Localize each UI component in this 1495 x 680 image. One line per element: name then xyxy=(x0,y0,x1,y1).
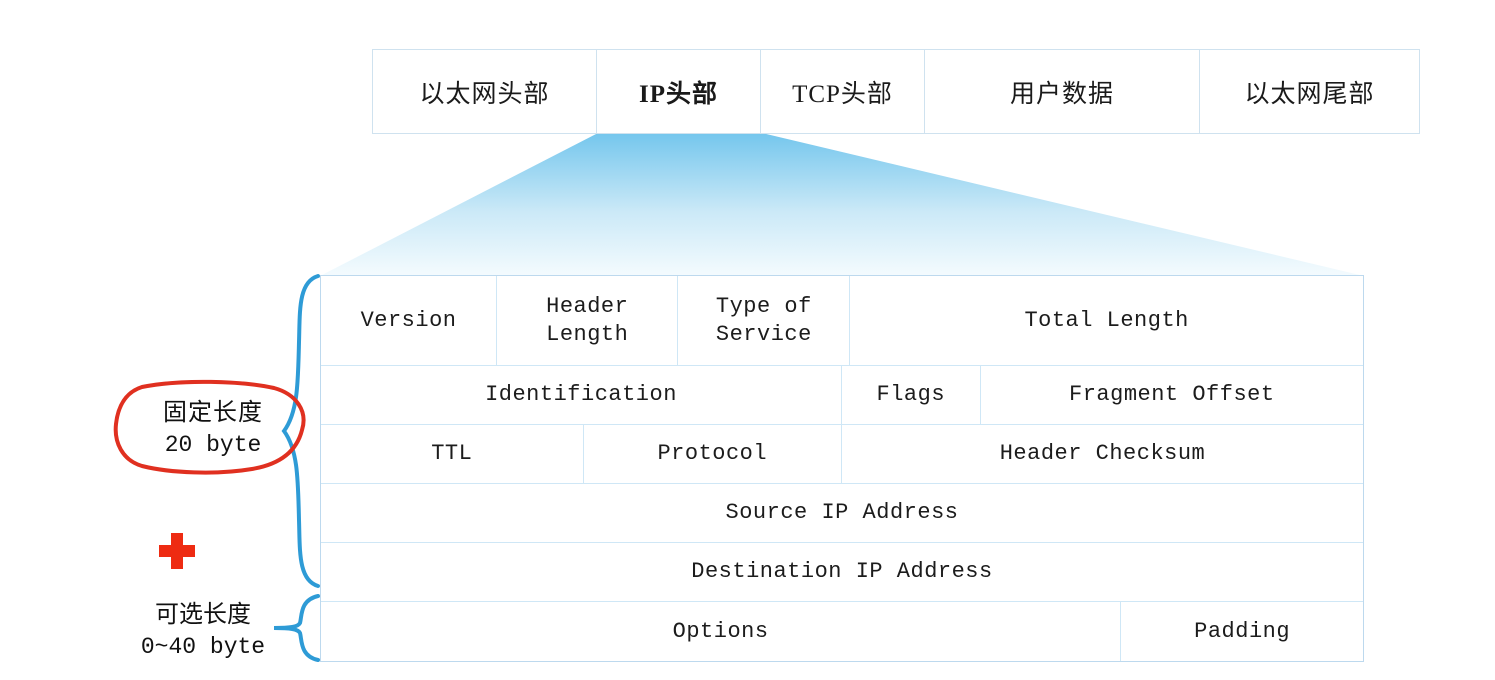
annotation-fixed-length-line1: 固定长度 xyxy=(163,400,263,426)
frame-cell-ethernet-trailer: 以太网尾部 xyxy=(1200,50,1419,133)
field-padding: Padding xyxy=(1194,618,1291,644)
field-ttl: TTL xyxy=(321,425,584,483)
annotation-optional-length-line2: 0~40 byte xyxy=(140,633,266,660)
field-header-length: Header Length xyxy=(497,276,679,365)
field-options: Options xyxy=(321,602,1122,661)
table-row: Source IP Address xyxy=(321,484,1363,543)
zoom-funnel-shape xyxy=(320,133,1364,276)
brace-optional-length-icon xyxy=(273,594,320,662)
field-protocol: Protocol xyxy=(584,425,842,483)
field-version: Version xyxy=(321,276,498,365)
brace-fixed-length-icon xyxy=(281,274,320,588)
field-fragment-offset: Fragment Offset xyxy=(1069,382,1275,408)
table-row: Options Padding xyxy=(321,602,1363,661)
red-highlight-ellipse xyxy=(113,379,306,475)
annotation-fixed-length: 固定长度 20 byte xyxy=(138,398,288,460)
annotation-fixed-length-line2: 20 byte xyxy=(164,431,262,458)
field-total-length: Total Length xyxy=(1024,307,1189,333)
field-source-ip-address: Source IP Address xyxy=(725,500,959,526)
plus-icon xyxy=(159,533,195,569)
table-row: Version Header Length Type of Service To… xyxy=(321,276,1363,366)
frame-cell-tcp-header: TCP头部 xyxy=(761,50,925,133)
ip-header-table: Version Header Length Type of Service To… xyxy=(320,275,1364,662)
field-header-checksum: Header Checksum xyxy=(999,441,1206,467)
annotation-optional-length: 可选长度 0~40 byte xyxy=(128,600,278,662)
field-flags: Flags xyxy=(842,366,981,424)
field-type-of-service: Type of Service xyxy=(678,276,851,365)
table-row: Identification Flags Fragment Offset xyxy=(321,366,1363,425)
table-row: TTL Protocol Header Checksum xyxy=(321,425,1363,484)
field-identification: Identification xyxy=(321,366,842,424)
field-destination-ip-address: Destination IP Address xyxy=(691,559,993,585)
frame-cell-ip-header: IP头部 xyxy=(597,50,761,133)
annotation-optional-length-line1: 可选长度 xyxy=(155,602,251,628)
encapsulation-bar: 以太网头部 IP头部 TCP头部 用户数据 以太网尾部 xyxy=(372,49,1420,134)
frame-cell-ethernet-header: 以太网头部 xyxy=(373,50,597,133)
frame-cell-user-data: 用户数据 xyxy=(925,50,1200,133)
table-row: Destination IP Address xyxy=(321,543,1363,602)
